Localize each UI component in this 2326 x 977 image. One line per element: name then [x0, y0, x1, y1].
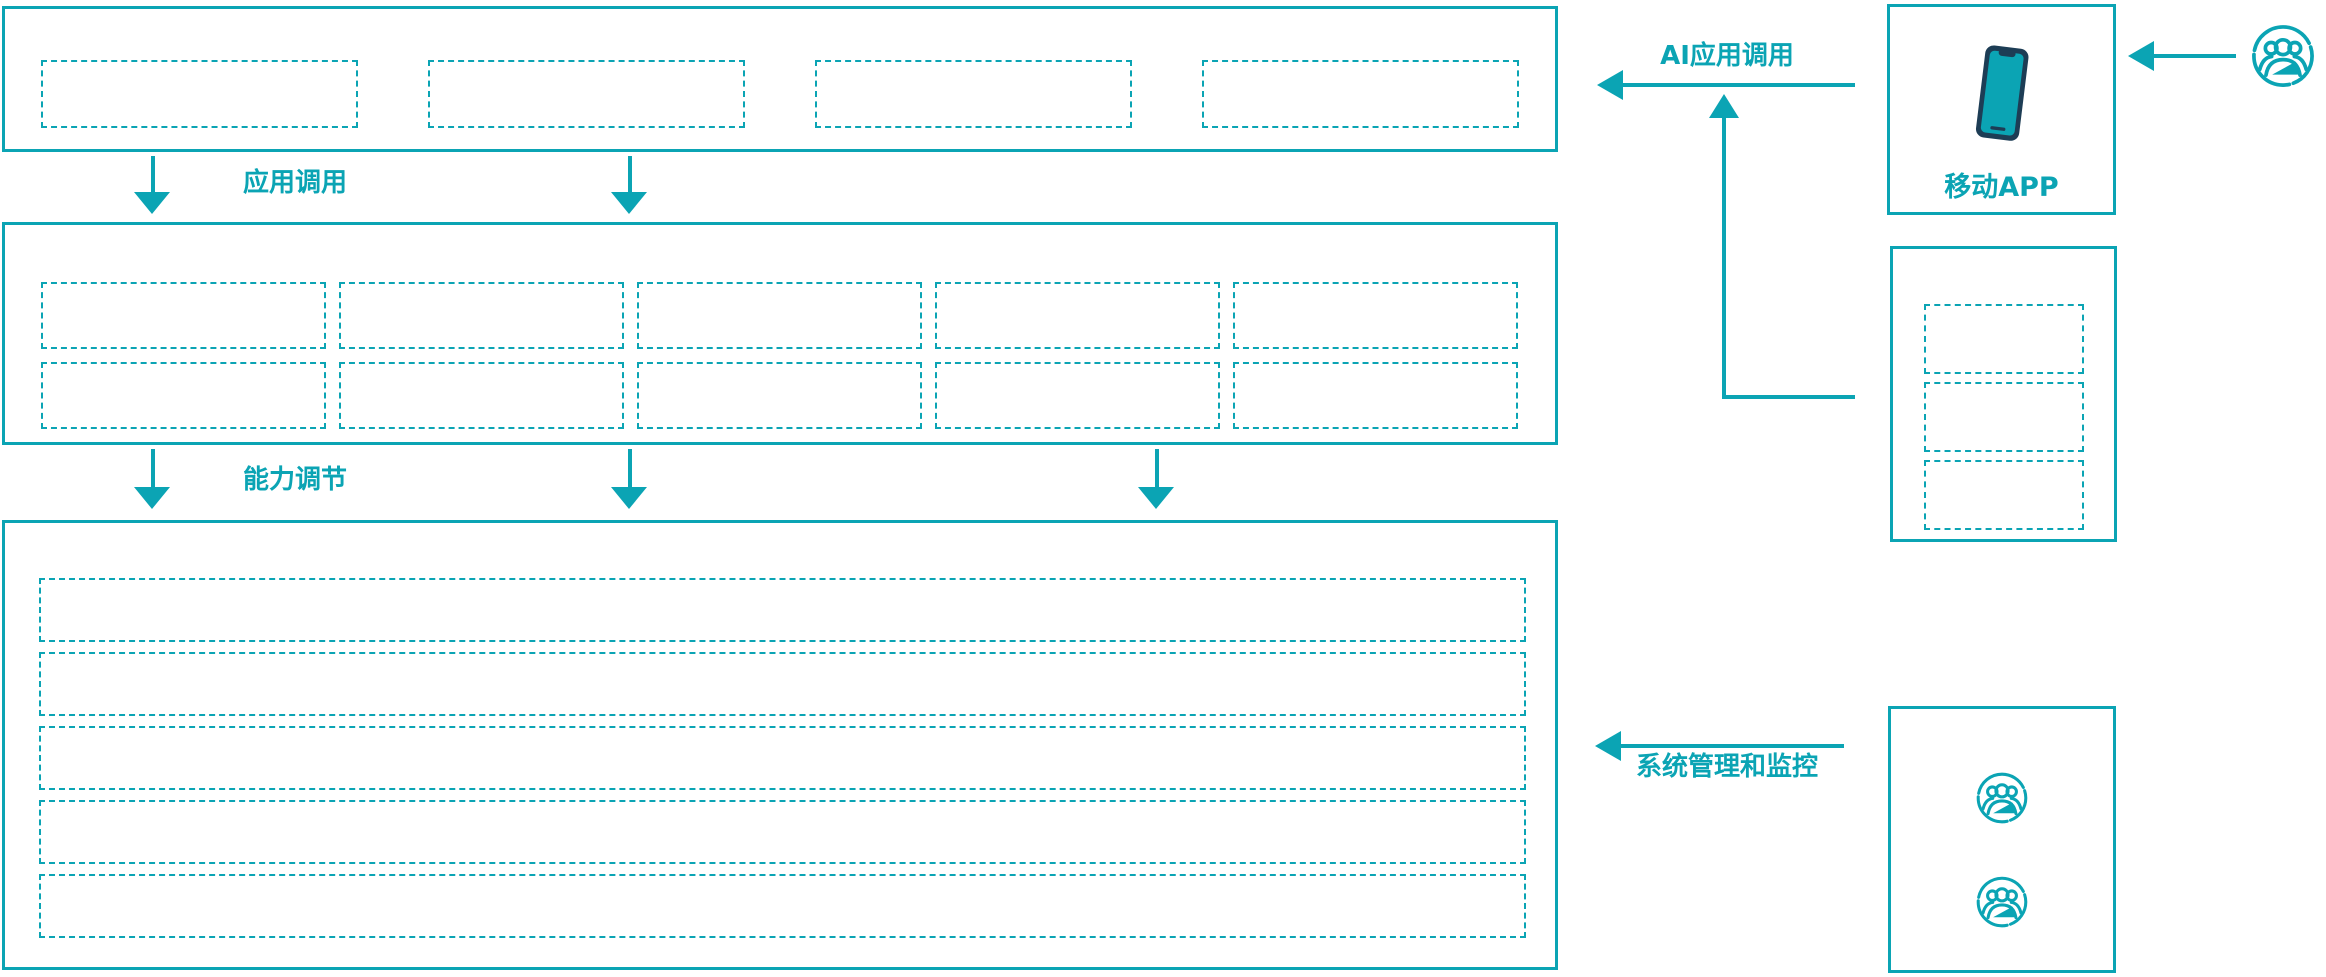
top-layer-placeholders: [5, 9, 1555, 149]
placeholder-box: [637, 362, 922, 429]
right-middle-placeholders: [1893, 249, 2114, 539]
arrow-app-call-line: [151, 156, 155, 194]
arrow-app-call-head: [611, 192, 647, 214]
mobile-app-box: 移动APP: [1887, 4, 2116, 215]
top-layer-box: [2, 6, 1558, 152]
middle-layer-row: [41, 282, 1555, 349]
arrow-app-call-head: [134, 192, 170, 214]
placeholder-box: [41, 282, 326, 349]
placeholder-box: [41, 60, 358, 128]
placeholder-strip: [39, 726, 1526, 790]
arrow-app-call-line: [628, 156, 632, 194]
arrow-capability-head: [134, 487, 170, 509]
placeholder-box: [1924, 460, 2084, 530]
placeholder-box: [637, 282, 922, 349]
middle-layer-box: [2, 222, 1558, 445]
user-group-icon: [1975, 875, 2029, 929]
arrow-ai-call-line: [1620, 83, 1855, 87]
bottom-layer-strips: [5, 523, 1555, 967]
middle-layer-grid: [5, 225, 1555, 442]
placeholder-strip: [39, 578, 1526, 642]
placeholder-box: [339, 362, 624, 429]
arrow-capability-line: [1155, 449, 1159, 489]
arrow-sys-mgmt-head: [1595, 731, 1621, 761]
right-middle-box: [1890, 246, 2117, 542]
user-group-icon: [2250, 23, 2316, 89]
arrow-capability-head: [611, 487, 647, 509]
connector-up-line: [1722, 116, 1726, 399]
arrow-ai-call-head: [1597, 70, 1623, 100]
connector-up-head: [1709, 94, 1739, 118]
arrow-capability-line: [628, 449, 632, 489]
placeholder-box: [1233, 362, 1518, 429]
placeholder-box: [815, 60, 1132, 128]
middle-layer-row: [41, 362, 1555, 429]
operators-box: [1888, 706, 2116, 973]
placeholder-box: [428, 60, 745, 128]
operator-icons: [1891, 709, 2113, 970]
mobile-phone-icon: [1975, 45, 2028, 141]
user-group-icon: [1975, 771, 2029, 825]
label-system-management: 系统管理和监控: [1635, 752, 1819, 782]
placeholder-box: [41, 362, 326, 429]
label-app-call: 应用调用: [243, 168, 348, 198]
placeholder-box: [1924, 304, 2084, 374]
label-ai-app-call: AI应用调用: [1660, 41, 1794, 71]
placeholder-box: [935, 282, 1220, 349]
connector-elbow-line: [1722, 395, 1855, 399]
arrow-capability-line: [151, 449, 155, 489]
label-capability-tuning: 能力调节: [243, 465, 348, 495]
arrow-sys-mgmt-line: [1618, 744, 1844, 748]
placeholder-box: [339, 282, 624, 349]
placeholder-box: [1202, 60, 1519, 128]
bottom-layer-box: [2, 520, 1558, 970]
arrow-capability-head: [1138, 487, 1174, 509]
placeholder-box: [935, 362, 1220, 429]
placeholder-strip: [39, 874, 1526, 938]
placeholder-strip: [39, 800, 1526, 864]
placeholder-strip: [39, 652, 1526, 716]
arrow-user-to-app-line: [2152, 54, 2236, 58]
placeholder-box: [1233, 282, 1518, 349]
mobile-app-label: 移动APP: [1944, 172, 2059, 203]
arrow-user-to-app-head: [2128, 41, 2154, 71]
placeholder-box: [1924, 382, 2084, 452]
